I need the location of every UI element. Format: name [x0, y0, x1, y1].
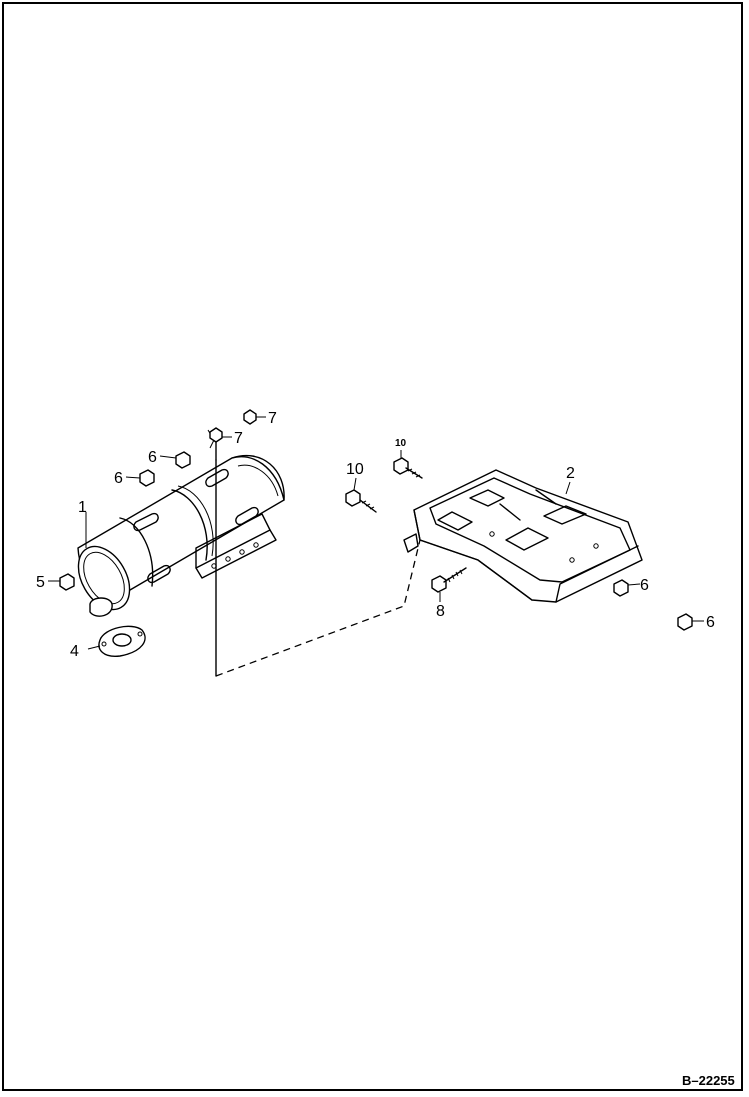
reference-code: B–22255 [682, 1073, 735, 1088]
nut-right-b [677, 613, 704, 631]
callout-4: 4 [70, 643, 79, 660]
callout-1: 1 [78, 499, 87, 516]
callout-6-right-a: 6 [640, 577, 649, 594]
gasket [87, 625, 146, 657]
callout-6-upper-a: 6 [148, 449, 157, 466]
callout-5: 5 [36, 574, 45, 591]
callout-6-right-b: 6 [706, 614, 715, 631]
nut-upper-a [159, 451, 191, 469]
bolt-top-a [243, 409, 266, 425]
callout-6-upper-b: 6 [114, 470, 123, 487]
nut-upper-b [125, 469, 155, 487]
bolt-shield-a [393, 450, 423, 479]
callout-7-b: 7 [234, 430, 243, 447]
bolt-shield-b [345, 477, 377, 513]
callout-10-a: 10 [395, 438, 407, 449]
nut-left [48, 573, 75, 591]
heat-shield [403, 469, 643, 603]
bolt-center [431, 567, 467, 602]
callout-10-b: 10 [346, 461, 364, 478]
assembly-line [215, 459, 421, 677]
callout-2: 2 [566, 465, 575, 482]
callout-7-a: 7 [268, 410, 277, 427]
nut-right-a [613, 579, 641, 597]
bolt-top-b [209, 427, 232, 461]
callout-8: 8 [436, 603, 445, 620]
